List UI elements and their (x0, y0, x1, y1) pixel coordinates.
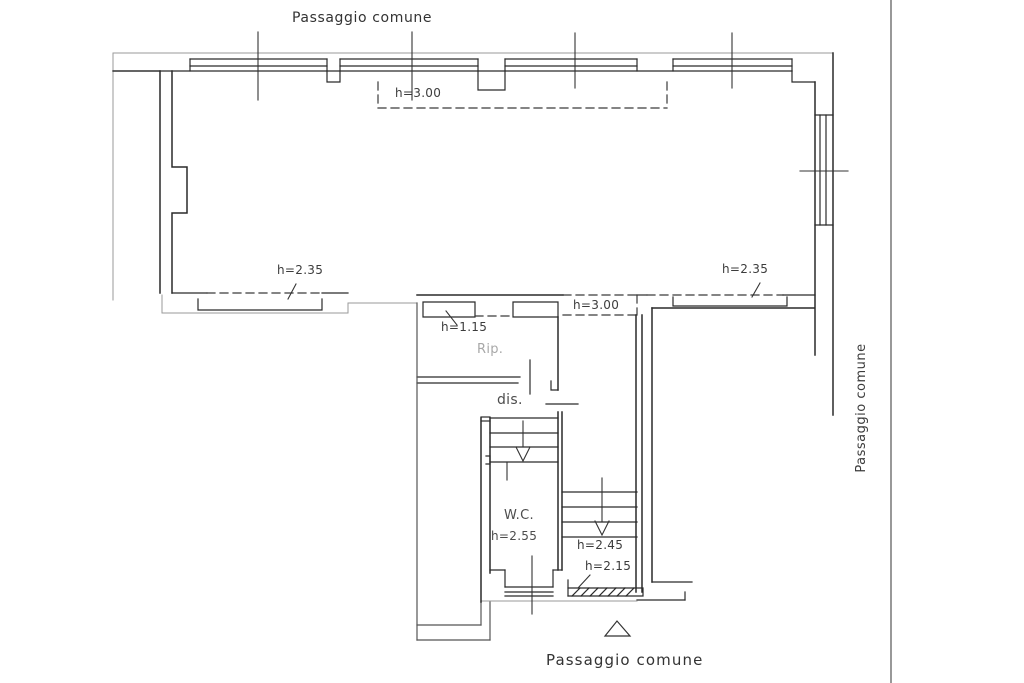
entry-door-threshold (567, 574, 644, 597)
height-label-h300-upper: h=3.00 (395, 86, 442, 100)
room-label-wc: W.C. (504, 508, 534, 523)
balcony-opening-right (636, 282, 816, 307)
stairs-upper-flight (480, 416, 559, 603)
left-boundary (416, 302, 638, 641)
top-wall-windows (112, 31, 834, 301)
passage-label-bottom: Passaggio comune (546, 651, 704, 669)
left-wall (112, 70, 188, 294)
wc-room (489, 411, 563, 615)
right-wall (791, 52, 849, 416)
height-label-h235-left: h=2.35 (277, 263, 324, 277)
height-label-h235-right: h=2.35 (722, 262, 769, 276)
height-label-h215: h=2.15 (585, 559, 632, 573)
passage-label-right: Passaggio comune (853, 343, 869, 473)
dashed-zone-h300-upper (377, 81, 668, 109)
stairs-lower-flight (561, 314, 643, 593)
height-label-h245: h=2.45 (577, 538, 624, 552)
right-room (636, 307, 815, 601)
room-label-rip: Rip. (477, 342, 504, 357)
rip-room (416, 294, 638, 405)
height-label-h300-lower: h=3.00 (573, 298, 620, 312)
balcony-opening-left (161, 283, 418, 314)
passage-label-top: Passaggio comune (292, 10, 433, 26)
room-label-dis: dis. (497, 392, 523, 408)
north-entry-triangle (603, 620, 632, 637)
height-label-h115: h=1.15 (441, 320, 488, 334)
height-label-h255: h=2.55 (491, 529, 538, 543)
